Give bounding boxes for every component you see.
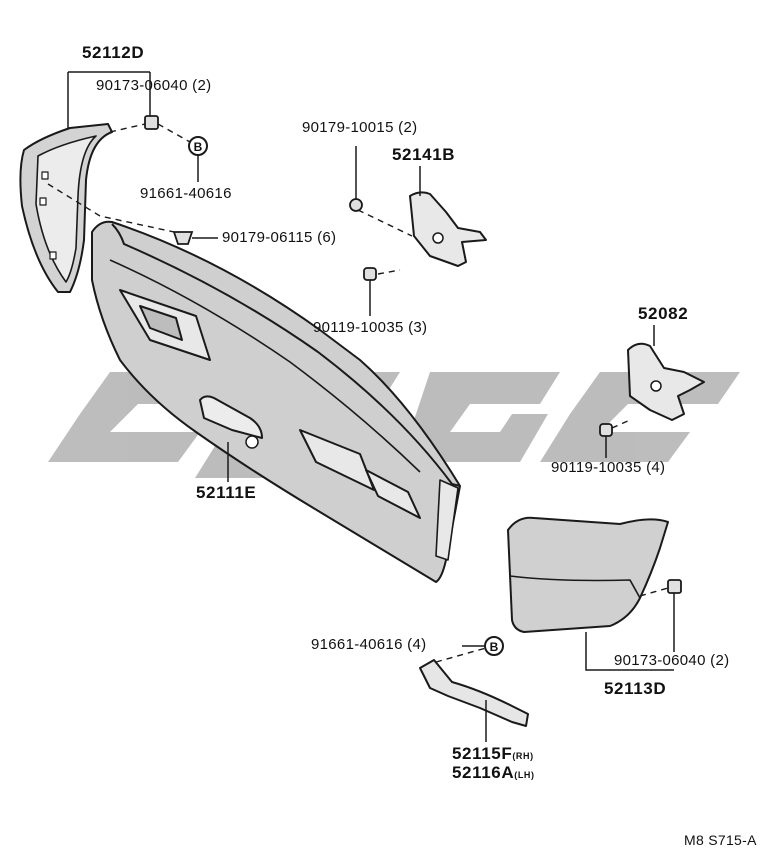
leader-lines (67, 71, 675, 742)
part-52112D-left-bumper-end (19, 123, 113, 293)
label-90173-06040-bottom: 90173-06040 (2) (614, 652, 730, 669)
part-52115F-stay (419, 659, 529, 727)
label-52082: 52082 (638, 304, 689, 323)
label-52115F-side: (RH) (512, 751, 534, 761)
label-52112D: 52112D (82, 43, 145, 62)
label-52116A-side: (LH) (514, 770, 535, 780)
part-52141B-bracket (409, 191, 487, 267)
figure-code: M8 S715-A (684, 832, 757, 848)
b-bubble-bottom-letter: B (490, 640, 499, 654)
part-52082-bracket (627, 342, 705, 421)
label-52113D: 52113D (604, 679, 667, 698)
bolt-90119-4-icon (599, 423, 613, 437)
clip-90179-10015-icon (349, 198, 363, 212)
label-52115F-number: 52115F (452, 744, 513, 763)
bolt-90119-3-icon (363, 267, 377, 281)
label-91661-40616-bottom: 91661-40616 (4) (311, 636, 427, 653)
clip-90173-bottom-icon (667, 579, 682, 594)
label-52116A-number: 52116A (452, 763, 515, 782)
dashed-connectors (47, 123, 669, 663)
label-90173-06040-top: 90173-06040 (2) (96, 77, 212, 94)
label-90179-06115: 90179-06115 (6) (222, 229, 337, 246)
clip-90173-top-icon (144, 115, 159, 130)
label-52111E: 52111E (196, 483, 257, 502)
label-52116A: 52116A(LH) (452, 764, 535, 781)
label-52115F: 52115F(RH) (452, 745, 534, 762)
label-90119-10035-3: 90119-10035 (3) (313, 319, 428, 336)
label-91661-40616-top: 91661-40616 (140, 185, 232, 202)
label-90179-10015: 90179-10015 (2) (302, 119, 418, 136)
b-bubble-top-letter: B (194, 140, 203, 154)
b-bubbles (188, 136, 504, 656)
clip-90179-06115-icon (172, 231, 194, 245)
label-90119-10035-4: 90119-10035 (4) (551, 459, 666, 476)
part-52113D-right-bumper-end (507, 516, 669, 633)
label-52141B: 52141B (392, 145, 456, 164)
part-52111E-front-bumper (91, 220, 461, 583)
